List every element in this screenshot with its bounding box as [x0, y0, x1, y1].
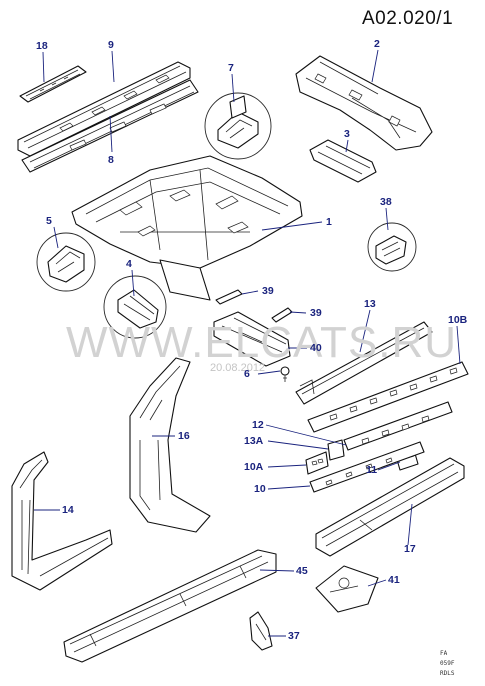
watermark-date: 20.08.2012	[210, 362, 266, 374]
part-label-10b[interactable]: 10B	[448, 314, 468, 326]
part-label-11[interactable]: 11	[366, 464, 378, 476]
part-6-drawing[interactable]	[280, 366, 290, 382]
part-label-10a[interactable]: 10A	[244, 461, 264, 473]
part-label-39[interactable]: 39	[262, 285, 274, 297]
part-41-drawing[interactable]	[315, 565, 379, 613]
part-16-drawing[interactable]	[129, 357, 211, 533]
part-label-4[interactable]: 4	[126, 258, 132, 270]
part-label-6[interactable]: 6	[244, 368, 250, 380]
part-8-drawing[interactable]	[21, 79, 199, 173]
part-label-1[interactable]: 1	[326, 216, 332, 228]
part-14-drawing[interactable]	[11, 451, 113, 591]
part-10b-drawing[interactable]	[307, 361, 469, 433]
part-4-detail-callout[interactable]	[103, 275, 167, 339]
part-label-41[interactable]: 41	[388, 574, 400, 586]
part-9-drawing[interactable]	[17, 61, 191, 157]
part-label-9[interactable]: 9	[108, 39, 114, 51]
part-37-drawing[interactable]	[249, 611, 273, 651]
part-label-5[interactable]: 5	[46, 215, 52, 227]
part-label-8[interactable]: 8	[108, 154, 114, 166]
corner-mark-1: FA	[440, 650, 448, 657]
part-label-39b[interactable]: 39	[310, 307, 322, 319]
part-17-drawing[interactable]	[315, 457, 465, 557]
part-label-7[interactable]: 7	[228, 62, 234, 74]
part-18-drawing[interactable]	[19, 65, 87, 103]
part-12-drawing[interactable]	[343, 401, 453, 451]
corner-mark-3: RDLS	[440, 670, 455, 677]
part-label-45[interactable]: 45	[296, 565, 308, 577]
part-label-14[interactable]: 14	[62, 504, 74, 516]
diagram-code: A02.020/1	[362, 8, 454, 29]
part-label-3[interactable]: 3	[344, 128, 350, 140]
part-5-detail-callout[interactable]	[36, 232, 96, 292]
part-label-13a[interactable]: 13A	[244, 435, 264, 447]
part-13a-drawing[interactable]	[327, 439, 345, 461]
part-38-detail-callout[interactable]	[367, 222, 417, 272]
part-label-40[interactable]: 40	[310, 342, 322, 354]
part-label-16[interactable]: 16	[178, 430, 190, 442]
part-40-drawing[interactable]	[213, 311, 291, 367]
part-label-2[interactable]: 2	[374, 38, 380, 50]
leader-lines	[34, 49, 461, 637]
part-2-drawing[interactable]	[295, 55, 433, 151]
corner-mark-2: 059F	[440, 660, 455, 667]
part-1-drawing[interactable]	[71, 155, 303, 301]
part-label-12[interactable]: 12	[252, 419, 264, 431]
part-10a-drawing[interactable]	[305, 451, 329, 475]
part-label-17[interactable]: 17	[404, 543, 416, 555]
part-label-18[interactable]: 18	[36, 40, 48, 52]
part-label-38[interactable]: 38	[380, 196, 392, 208]
part-45-drawing[interactable]	[63, 549, 277, 663]
part-7-detail-callout[interactable]	[204, 92, 272, 160]
watermark-text: WWW.ELCATS.RU	[66, 318, 458, 367]
part-10-drawing[interactable]	[309, 441, 425, 493]
part-label-13[interactable]: 13	[364, 298, 376, 310]
part-13-drawing[interactable]	[295, 321, 433, 405]
part-3-drawing[interactable]	[309, 139, 377, 183]
part-label-37[interactable]: 37	[288, 630, 300, 642]
part-label-10[interactable]: 10	[254, 483, 266, 495]
